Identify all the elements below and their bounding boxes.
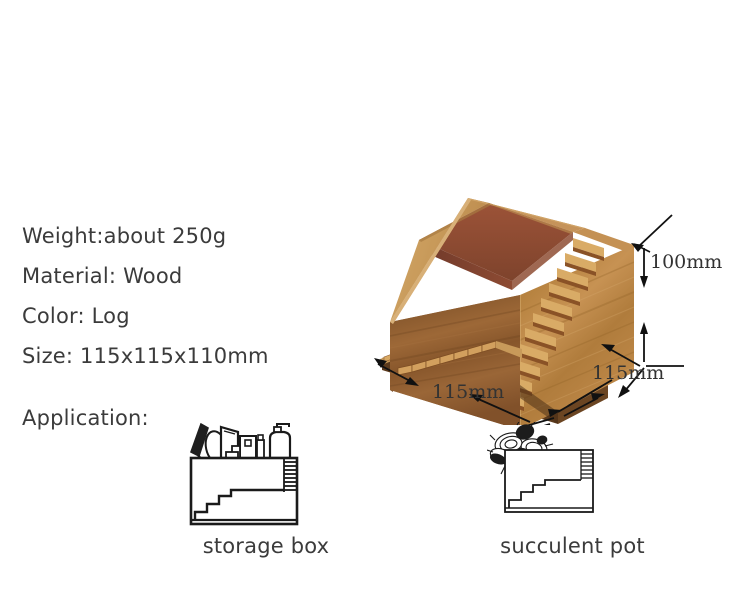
dimension-label-depth: 115mm bbox=[592, 362, 665, 384]
caption-succulent-pot: succulent pot bbox=[500, 534, 645, 558]
application-label: Application: bbox=[22, 406, 149, 430]
succulent-pot-icon bbox=[486, 419, 607, 536]
spec-size: Size: 115x115x110mm bbox=[22, 344, 269, 368]
caption-storage-box: storage box bbox=[202, 534, 330, 558]
spec-color: Color: Log bbox=[22, 304, 130, 328]
spec-weight: Weight:about 250g bbox=[22, 224, 227, 248]
dimension-label-height: 100mm bbox=[650, 251, 723, 273]
dimension-label-width: 115mm bbox=[432, 381, 505, 403]
specification-list: Weight:about 250g Material: Wood Color: … bbox=[22, 216, 352, 376]
storage-box-icon bbox=[188, 418, 308, 534]
dimension-arrows bbox=[374, 214, 684, 425]
spec-material: Material: Wood bbox=[22, 264, 183, 288]
stair-hatch-strip bbox=[283, 458, 297, 492]
stair-hatch-strip bbox=[580, 450, 593, 480]
front-sawtooth-strip bbox=[397, 340, 522, 376]
wooden-stair-box-photo bbox=[372, 140, 752, 425]
